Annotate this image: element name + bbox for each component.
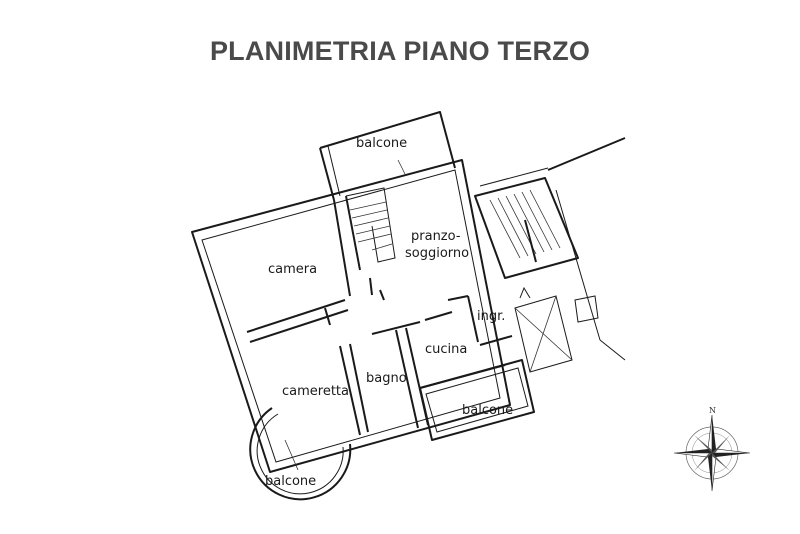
label-camera: camera: [268, 262, 317, 277]
balcony-top: [319, 111, 456, 201]
label-cucina: cucina: [425, 342, 467, 357]
balcony-round: [249, 407, 352, 501]
label-balcone-top: balcone: [356, 136, 407, 151]
exterior-walls: [191, 159, 511, 473]
label-cameretta: cameretta: [282, 384, 349, 399]
external-stairwell: [474, 137, 626, 373]
label-pranzo: pranzo-: [411, 229, 461, 244]
label-soggiorno: soggiorno: [405, 246, 469, 261]
label-balcone-round: balcone: [265, 474, 316, 489]
plan-title: PLANIMETRIA PIANO TERZO: [209, 36, 591, 66]
compass-north-label: N: [709, 406, 716, 415]
interior-walls: [246, 195, 513, 436]
label-ingresso: ingr.: [477, 309, 505, 324]
label-bagno: bagno: [366, 371, 407, 386]
room-labels: balcone camera pranzo- soggiorno ingr. c…: [265, 136, 513, 489]
label-balcone-right: balcone: [462, 403, 513, 418]
balcony-right: [419, 359, 535, 441]
compass-rose-icon: N: [673, 406, 751, 492]
interior-staircase: [345, 187, 396, 263]
